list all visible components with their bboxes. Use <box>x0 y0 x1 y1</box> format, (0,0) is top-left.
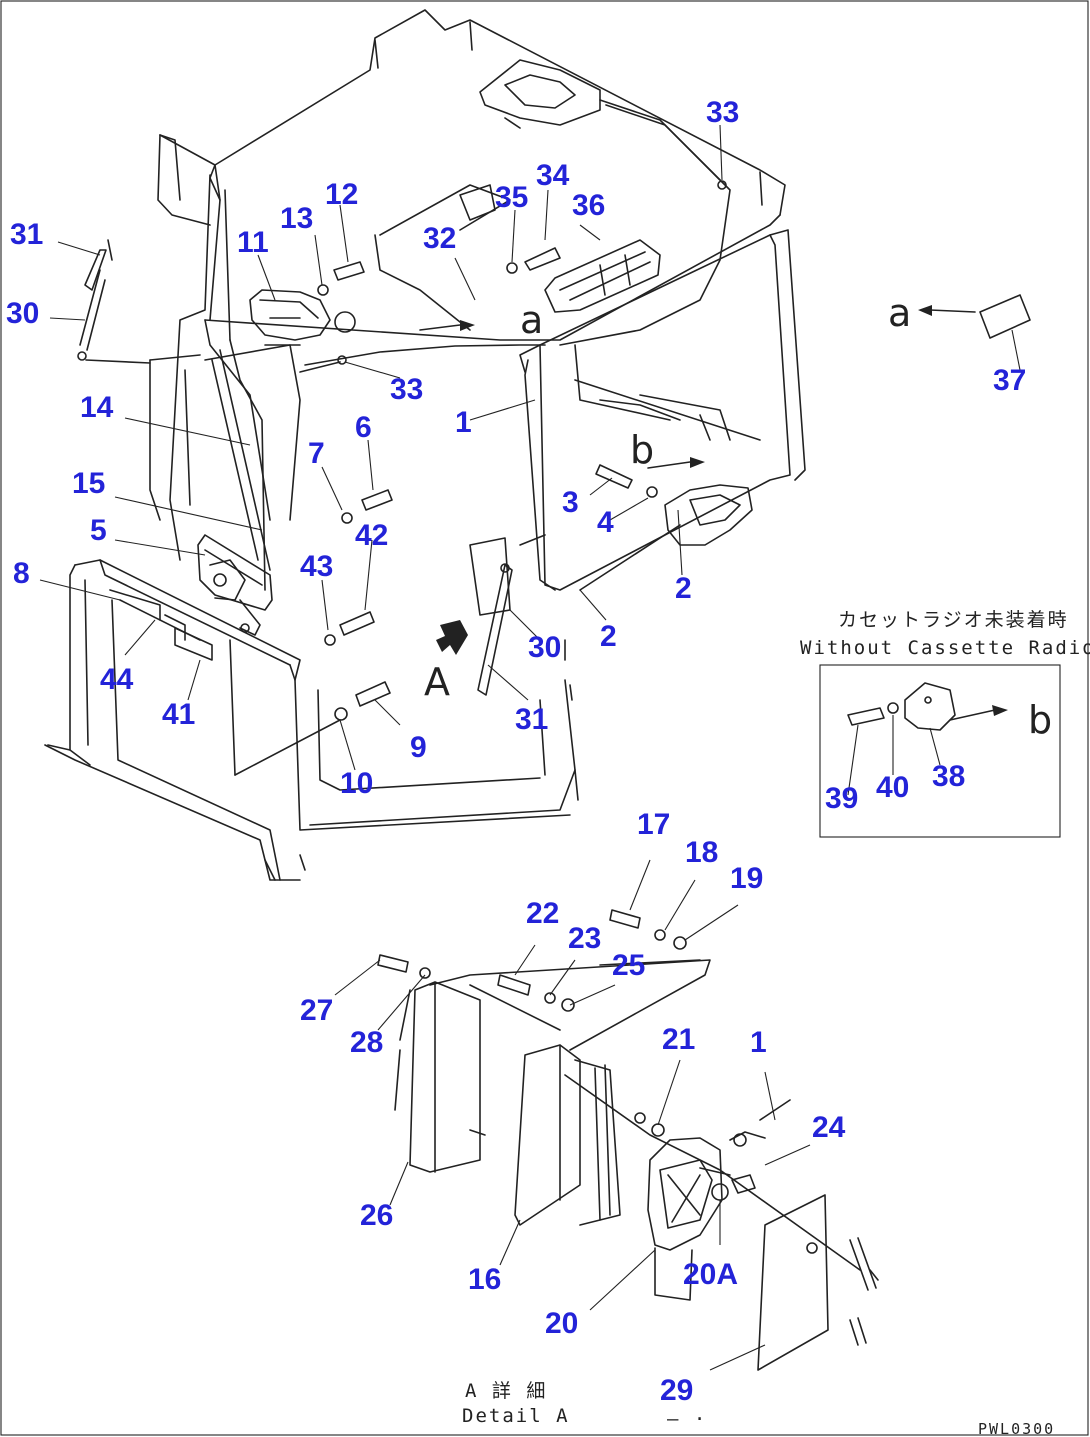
part-label: 17 <box>637 808 670 841</box>
part-label: 32 <box>423 222 456 255</box>
part-label: 14 <box>80 391 114 424</box>
leader-lines-detail <box>334 859 811 1371</box>
part-label: 23 <box>568 922 601 955</box>
part-label: 8 <box>13 557 30 590</box>
inset-title-japanese: カセットラジオ未装着時 <box>838 609 1069 631</box>
part-label: 43 <box>300 550 333 583</box>
part-label: 15 <box>72 467 105 500</box>
part-label: 31 <box>10 218 43 251</box>
part-label: 21 <box>662 1023 695 1056</box>
part-label: 2 <box>675 572 692 605</box>
part-label: 22 <box>526 897 559 930</box>
inset-without-cassette-radio <box>819 664 1061 838</box>
part-label: 25 <box>612 949 645 982</box>
part-label: 3 <box>562 486 579 519</box>
ref-letter-a: a <box>520 298 543 342</box>
lower-cab-body <box>44 559 579 881</box>
part-label: 12 <box>325 178 358 211</box>
ref-letter-b: b <box>630 428 654 472</box>
drawing-code: PWL0300 <box>978 1420 1055 1437</box>
part-label: 11 <box>237 226 269 259</box>
part-label: 2 <box>600 620 617 653</box>
part-label: 39 <box>825 782 858 815</box>
part-label: 13 <box>280 202 313 235</box>
part-label: 35 <box>495 181 528 214</box>
front-wiper <box>436 534 546 696</box>
part-label: 10 <box>340 767 373 800</box>
part-label: 38 <box>932 760 965 793</box>
part-label: 5 <box>90 514 107 547</box>
detail-title-english: Detail A <box>462 1405 570 1427</box>
part-label: 6 <box>355 411 372 444</box>
part-label: 1 <box>455 406 472 439</box>
left-pillar <box>77 134 661 721</box>
part-label: 20 <box>545 1307 578 1340</box>
part-label: 24 <box>812 1111 846 1144</box>
part-label: 31 <box>515 703 548 736</box>
detail-title-japanese: A 詳 細 <box>465 1380 547 1402</box>
part-label: 7 <box>308 437 325 470</box>
part-label: 41 <box>162 698 195 731</box>
part-label: 34 <box>536 159 570 192</box>
part-label: 29 <box>660 1374 693 1407</box>
part-label: 28 <box>350 1026 383 1059</box>
part-label: 36 <box>572 189 605 222</box>
captions: カセットラジオ未装着時 Without Cassette Radio A 詳 細… <box>462 609 1090 1437</box>
part-label: 37 <box>993 364 1026 397</box>
part-label: 18 <box>685 836 718 869</box>
front-window-frame <box>519 229 806 591</box>
reference-letters: a a b b A <box>424 291 1052 742</box>
part-label: 42 <box>355 519 388 552</box>
inset-title-english: Without Cassette Radio <box>800 637 1090 659</box>
part-number-labels: 1 2 2 3 4 5 6 7 8 9 10 11 12 13 14 15 30… <box>6 96 1026 1407</box>
ref-letter-b-inset: b <box>1028 698 1052 742</box>
view-arrow-a-label: A <box>424 660 450 704</box>
part-label: 33 <box>706 96 739 129</box>
leader-lines-main <box>39 124 1021 771</box>
part-label: 30 <box>528 631 561 664</box>
part-label: 4 <box>597 506 614 539</box>
detail-subline: — · <box>667 1408 707 1430</box>
part-label: 20A <box>683 1258 738 1291</box>
part-label: 1 <box>750 1026 767 1059</box>
part-label: 26 <box>360 1199 393 1232</box>
part-label: 40 <box>876 771 909 804</box>
ref-letter-a-arrow: a <box>888 291 911 335</box>
part-label: 19 <box>730 862 763 895</box>
part-label: 30 <box>6 297 39 330</box>
part-label: 27 <box>300 994 333 1027</box>
detail-a <box>377 909 879 1371</box>
part-label: 16 <box>468 1263 501 1296</box>
inset-frame <box>819 664 1061 838</box>
reference-arrows <box>419 294 1031 469</box>
cab-roof <box>204 9 786 346</box>
part-label: 9 <box>410 731 427 764</box>
part-label: 33 <box>390 373 423 406</box>
part-label: 44 <box>100 663 134 696</box>
